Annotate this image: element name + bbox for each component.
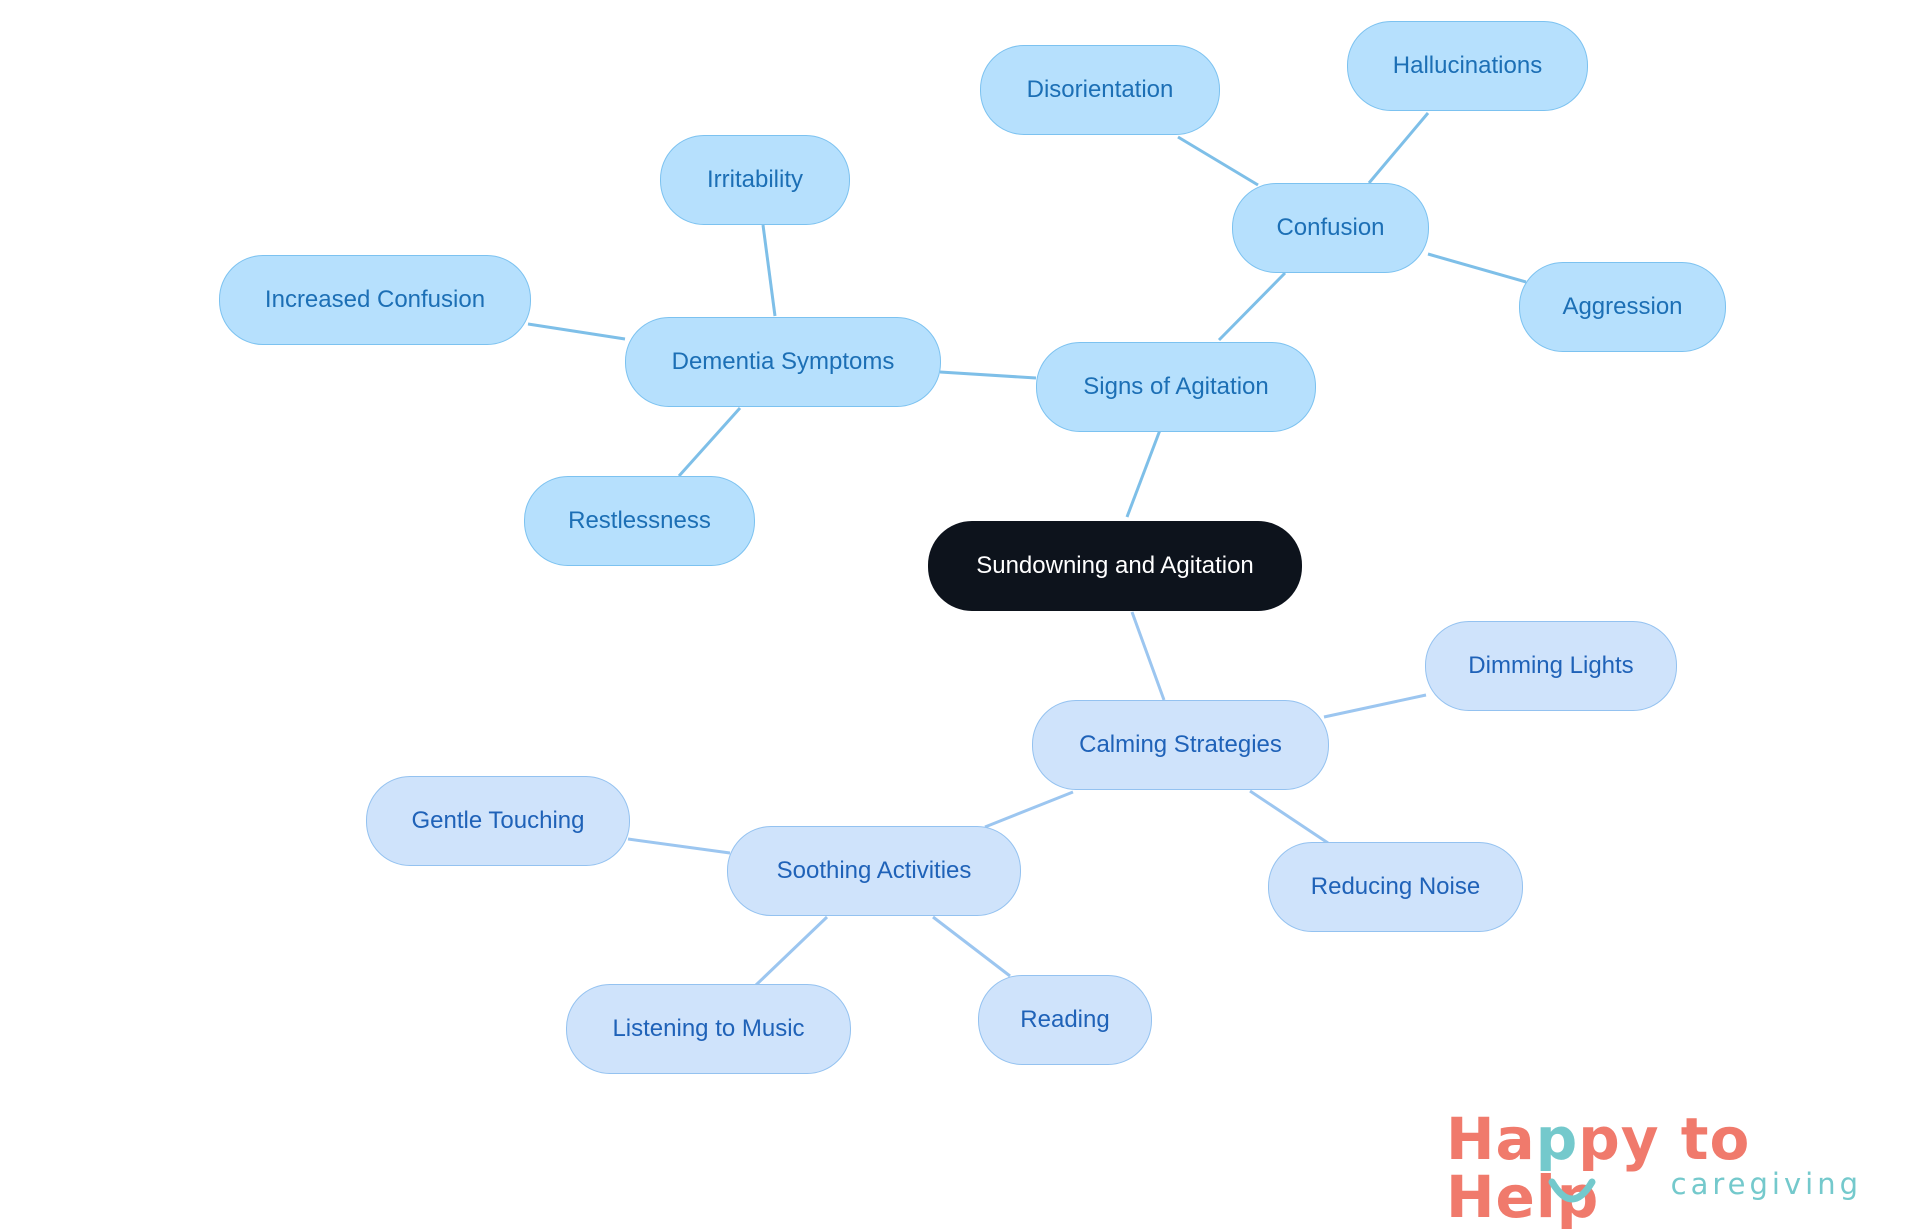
edge-dementia-increased-confusion xyxy=(527,322,626,341)
edge-confusion-disorientation xyxy=(1177,135,1259,187)
edge-signs-dementia xyxy=(939,370,1037,380)
node-signs-of-agitation: Signs of Agitation xyxy=(1036,342,1316,432)
happy-to-help-logo: Happy to Help caregiving xyxy=(1446,1110,1906,1226)
node-gentle-touching: Gentle Touching xyxy=(366,776,630,866)
node-dementia-symptoms: Dementia Symptoms xyxy=(625,317,941,407)
node-listening-to-music: Listening to Music xyxy=(566,984,851,1074)
logo-subtitle: caregiving xyxy=(1670,1167,1862,1201)
edge-soothing-listening-music xyxy=(754,915,829,987)
edge-soothing-reading xyxy=(932,915,1011,978)
edge-calming-reducing-noise xyxy=(1249,789,1329,845)
node-reducing-noise: Reducing Noise xyxy=(1268,842,1523,932)
edge-confusion-hallucinations xyxy=(1367,112,1430,184)
logo-word-part: py xyxy=(1578,1105,1660,1173)
edge-dementia-irritability xyxy=(761,224,777,317)
edge-soothing-gentle-touching xyxy=(627,837,731,855)
smile-icon xyxy=(1548,1178,1596,1203)
node-calming-strategies: Calming Strategies xyxy=(1032,700,1329,790)
edge-dementia-restlessness xyxy=(677,406,742,478)
edge-calming-soothing xyxy=(984,790,1074,829)
edge-signs-confusion xyxy=(1217,271,1287,342)
edge-root-calming xyxy=(1130,611,1166,701)
node-disorientation: Disorientation xyxy=(980,45,1220,135)
node-increased-confusion: Increased Confusion xyxy=(219,255,531,345)
node-hallucinations: Hallucinations xyxy=(1347,21,1588,111)
node-reading: Reading xyxy=(978,975,1152,1065)
node-dimming-lights: Dimming Lights xyxy=(1425,621,1677,711)
edge-confusion-aggression xyxy=(1427,252,1527,284)
node-aggression: Aggression xyxy=(1519,262,1726,352)
logo-word-part-teal: p xyxy=(1535,1105,1579,1173)
node-soothing-activities: Soothing Activities xyxy=(727,826,1021,916)
edge-root-signs xyxy=(1125,429,1162,518)
node-sundowning-and-agitation: Sundowning and Agitation xyxy=(928,521,1302,611)
logo-word-part: Ha xyxy=(1446,1105,1536,1173)
node-irritability: Irritability xyxy=(660,135,850,225)
node-confusion: Confusion xyxy=(1232,183,1429,273)
edge-calming-dimming-lights xyxy=(1323,693,1427,719)
node-restlessness: Restlessness xyxy=(524,476,755,566)
